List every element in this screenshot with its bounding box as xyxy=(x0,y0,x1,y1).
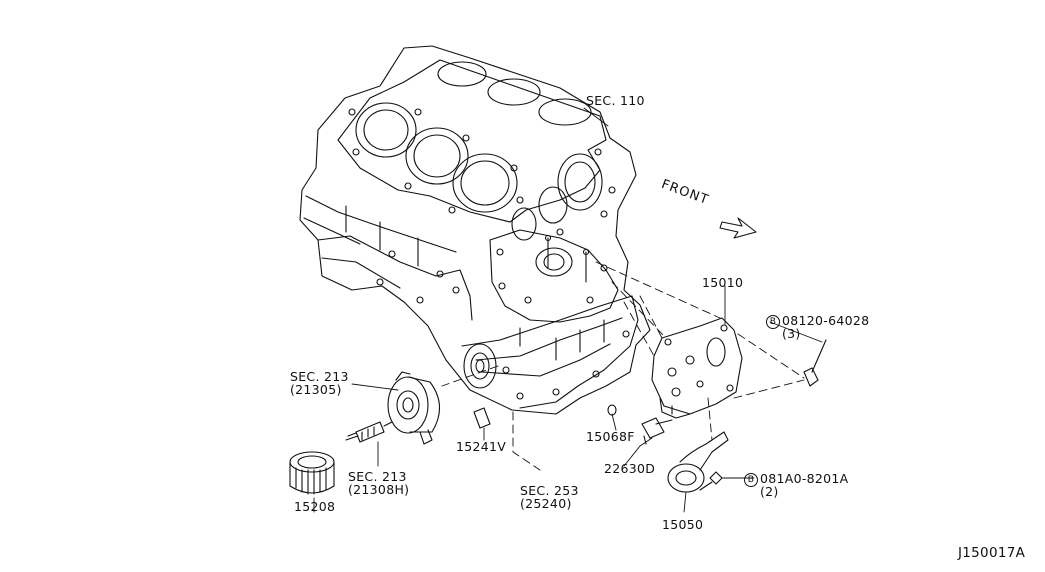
diagram-id: J150017A xyxy=(958,545,1026,561)
bolt-circle-icon: B xyxy=(744,473,758,487)
label-bolt-08120-qty: (3) xyxy=(782,326,801,341)
label-sec253-ref: (25240) xyxy=(520,496,572,511)
leader-lines xyxy=(313,107,823,513)
label-15208: 15208 xyxy=(294,499,336,514)
oil-pump xyxy=(651,317,743,419)
label-bolt-081a0-qty: (2) xyxy=(760,484,779,499)
bolt2-part: 081A0-8201A xyxy=(760,471,849,486)
label-sec110: SEC. 110 xyxy=(586,93,645,108)
connector-bolt xyxy=(345,421,393,443)
label-15010: 15010 xyxy=(702,275,744,290)
label-sec213-a-ref: (21305) xyxy=(290,382,342,397)
label-22630d: 22630D xyxy=(604,461,656,476)
front-arrow xyxy=(719,217,757,239)
drain-plug xyxy=(473,407,491,429)
label-15068f: 15068F xyxy=(586,429,635,444)
label-sec213-a: SEC. 213 xyxy=(290,369,349,384)
bolt-circle-icon: B xyxy=(766,315,780,329)
label-sec213-b-ref: (21308H) xyxy=(348,482,410,497)
label-sec213-b: SEC. 213 xyxy=(348,469,407,484)
strainer-bolt xyxy=(709,471,747,485)
oil-cooler xyxy=(387,371,441,445)
oil-filter xyxy=(289,451,335,495)
oil-strainer xyxy=(667,431,729,493)
label-sec253: SEC. 253 xyxy=(520,483,579,498)
projection-lines xyxy=(441,261,805,471)
bolt1-part: 08120-64028 xyxy=(782,313,870,328)
label-15050: 15050 xyxy=(662,517,704,532)
label-15241v: 15241V xyxy=(456,439,507,454)
pump-bolt xyxy=(803,339,827,387)
engine-block xyxy=(299,45,651,415)
